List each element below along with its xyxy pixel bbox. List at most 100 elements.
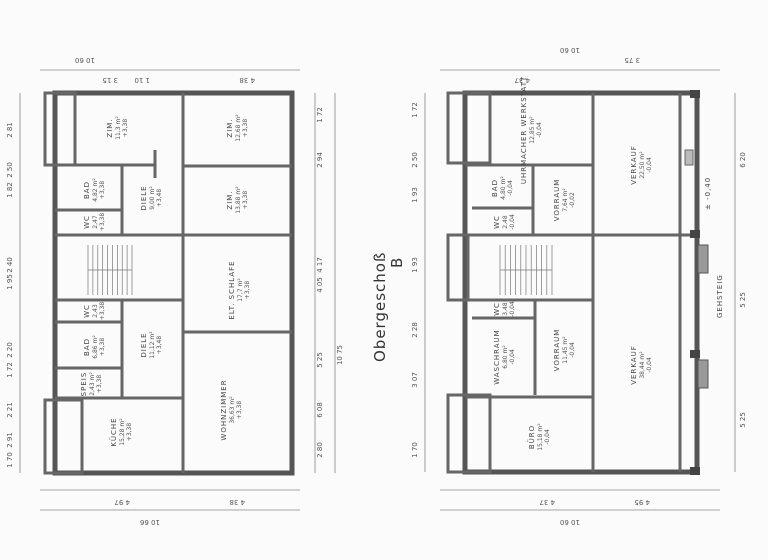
room-area: 38,44 m²: [639, 351, 646, 379]
room-height: +3,38: [99, 181, 106, 200]
street-label: GEHSTEIG: [716, 274, 724, 318]
right-staircase: [499, 245, 553, 295]
room-name: DIELE: [140, 332, 148, 357]
room-name: VORRAUM: [553, 329, 561, 372]
dimension-label: 10 75: [336, 345, 344, 365]
room-area: 17,7 m²: [237, 278, 244, 302]
room-name: BÜRO: [527, 425, 536, 449]
room-name: WC: [83, 215, 91, 229]
room-label: ZIM.12,68 m²+3,38: [226, 114, 249, 142]
room-name: KÜCHE: [109, 417, 118, 446]
room-area: 4,82 m²: [92, 178, 99, 202]
level-marker: ± -0,40: [704, 177, 712, 210]
room-label: ZIM.11,3 m²+3,38: [106, 116, 129, 140]
left-floor-plan: 10 60 4 38 3 15 1 10 4 97 4 38 10 66 2 8…: [6, 56, 344, 526]
dimension-label: 2 50: [411, 152, 419, 168]
room-area: 6,86 m²: [92, 335, 99, 359]
left-balcony-top: [43, 91, 77, 167]
room-label: ZIM.13,88 m²+3,38: [226, 186, 249, 214]
room-name: WC: [493, 215, 501, 229]
pillar: [690, 350, 700, 358]
room-area: 22,50 m²: [639, 151, 646, 179]
dimension-label: 2 50: [6, 162, 14, 178]
room-area: 12,68 m²: [235, 114, 242, 142]
window-box: [684, 149, 694, 166]
room-area: 15,18 m²: [537, 423, 544, 451]
dimension-label: 1 70: [6, 452, 14, 468]
dim-top: 3 15: [102, 76, 118, 84]
room-height: +3,48: [156, 336, 163, 355]
left-outer-wall: [52, 90, 295, 476]
room-name: VERKAUF: [630, 345, 638, 384]
dimension-label: 5 25: [739, 292, 747, 308]
room-height: -0,04: [509, 349, 516, 365]
room-area: 13,88 m²: [235, 186, 242, 214]
room-name: SPEIS: [80, 372, 88, 397]
dim-top: 4 38: [239, 76, 255, 84]
dimension-label: 2 80: [316, 442, 324, 458]
dimension-label: 3 07: [411, 372, 419, 388]
dim-bottom: 4 97: [114, 498, 130, 506]
room-area: 2,43 m²: [89, 372, 96, 396]
room-area: 7,64 m²: [562, 188, 569, 212]
room-height: -0,04: [646, 157, 653, 173]
room-height: +3,38: [242, 119, 249, 138]
room-name: VORRAUM: [553, 179, 561, 222]
dim-top: 1 10: [134, 76, 150, 84]
dim-top: 10 60: [560, 46, 580, 54]
window-box: [697, 244, 709, 274]
room-name: ZIM.: [226, 118, 234, 137]
room-height: +3,38: [244, 281, 251, 300]
room-name: WASCHRAUM: [493, 329, 501, 384]
dimension-label: 1 93: [411, 257, 419, 273]
room-height: +3,38: [99, 302, 106, 321]
dimension-label: 2 81: [6, 122, 14, 138]
room-height: +3,38: [126, 423, 133, 442]
room-area: 9,00 m²: [149, 186, 156, 210]
dimension-label: 4 05: [316, 277, 324, 293]
right-balcony-bottom: [446, 393, 492, 474]
room-area: 36,63 m²: [229, 396, 236, 424]
dimension-label: 2 94: [316, 152, 324, 168]
room-name: WOHNZIMMER: [220, 379, 228, 440]
room-area: 4,80 m²: [500, 176, 507, 200]
dimension-label: 2 21: [6, 402, 14, 418]
right-floor-plan: 3 75 4 37 10 60 4 37 4 95 10 60 1 722 50…: [411, 46, 747, 526]
dimension-label: 1 82: [6, 182, 14, 198]
dim-top: 4 37: [514, 76, 530, 84]
room-name: BAD: [83, 338, 91, 356]
room-name: BAD: [491, 179, 499, 197]
room-height: -0,04: [507, 180, 514, 196]
room-area: 2,48: [502, 215, 509, 229]
dimension-label: 6 08: [316, 402, 324, 418]
room-height: +3,48: [156, 189, 163, 208]
dim-bottom: 10 60: [560, 518, 580, 526]
pillar: [690, 467, 700, 475]
room-height: +3,38: [99, 338, 106, 357]
room-area: 11,45 m²: [562, 336, 569, 364]
pillar: [690, 90, 700, 98]
room-height: -0,04: [569, 342, 576, 358]
dimension-label: 2 91: [6, 432, 14, 448]
room-name: ZIM.: [106, 118, 114, 137]
room-area: 12,85 m²: [529, 116, 536, 144]
room-height: -0,04: [509, 301, 516, 317]
dimension-label: 2 40: [6, 257, 14, 273]
right-outer-wall: [462, 90, 700, 475]
room-height: -0,04: [536, 122, 543, 138]
room-area: 11,3 m²: [115, 116, 122, 140]
right-landing: [446, 233, 470, 302]
